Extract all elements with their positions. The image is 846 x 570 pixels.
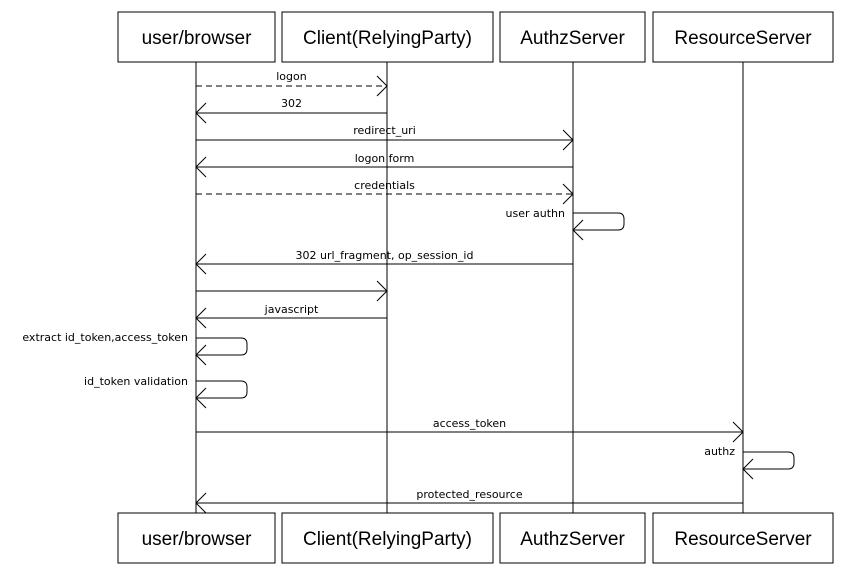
message-label: logon bbox=[276, 70, 306, 83]
message-label: redirect_uri bbox=[353, 124, 416, 137]
message-user-authn: user authn bbox=[506, 207, 625, 241]
participant-box bbox=[117, 512, 276, 564]
arrowhead bbox=[195, 253, 207, 275]
lifelines bbox=[195, 62, 744, 513]
participant-top-user: user/browser bbox=[117, 11, 276, 63]
message-logon-form: logon form bbox=[195, 152, 573, 178]
participant-label: AuthzServer bbox=[520, 28, 625, 49]
participant-box bbox=[281, 11, 494, 63]
message-id-token-validation: id_token validation bbox=[84, 375, 248, 409]
arrowhead bbox=[742, 458, 754, 480]
arrowhead bbox=[195, 102, 207, 124]
arrowhead bbox=[195, 387, 207, 409]
message-arrow-7 bbox=[196, 280, 388, 302]
message-label: authz bbox=[704, 445, 735, 458]
arrowhead bbox=[562, 183, 574, 205]
participant-bottom-authz: AuthzServer bbox=[499, 512, 646, 564]
participant-label: user/browser bbox=[142, 28, 252, 49]
message-redirect-uri: redirect_uri bbox=[196, 124, 574, 151]
participant-label: user/browser bbox=[142, 529, 252, 550]
participant-box bbox=[652, 11, 834, 63]
participant-bottom-resource: ResourceServer bbox=[652, 512, 834, 564]
participant-box bbox=[281, 512, 494, 564]
message-label: protected_resource bbox=[416, 488, 522, 501]
message-javascript: javascript bbox=[195, 303, 387, 329]
message-302: 302 bbox=[195, 97, 387, 124]
arrowhead bbox=[195, 156, 207, 178]
participant-box bbox=[499, 512, 646, 564]
participant-label: ResourceServer bbox=[674, 28, 812, 49]
message-label: 302 bbox=[281, 97, 302, 110]
participant-label: Client(RelyingParty) bbox=[303, 529, 472, 550]
participant-bottom-user: user/browser bbox=[117, 512, 276, 564]
message-extract-id-token-access-token: extract id_token,access_token bbox=[22, 331, 248, 366]
self-call-line bbox=[573, 212, 625, 231]
participant-label: Client(RelyingParty) bbox=[303, 28, 472, 49]
message-logon: logon bbox=[196, 70, 388, 97]
message-label: logon form bbox=[355, 152, 415, 165]
participant-label: ResourceServer bbox=[674, 529, 812, 550]
message-access-token: access_token bbox=[196, 417, 744, 443]
participant-footer-row: user/browser Client(RelyingParty) AuthzSer… bbox=[117, 512, 834, 564]
participant-box bbox=[117, 11, 276, 63]
self-call-line bbox=[743, 451, 795, 470]
participant-box bbox=[499, 11, 646, 63]
participant-label: AuthzServer bbox=[520, 529, 625, 550]
message-label: extract id_token,access_token bbox=[22, 331, 188, 344]
arrowhead bbox=[562, 129, 574, 151]
message-label: id_token validation bbox=[84, 375, 188, 388]
self-call-line bbox=[196, 337, 248, 356]
arrowhead bbox=[195, 344, 207, 366]
message-protected-resource: protected_resource bbox=[195, 488, 743, 514]
message-label: javascript bbox=[264, 303, 319, 316]
arrowhead bbox=[376, 280, 388, 302]
participant-top-client: Client(RelyingParty) bbox=[281, 11, 494, 63]
message-label: credentials bbox=[354, 179, 415, 192]
message-credentials: credentials bbox=[196, 179, 574, 205]
arrowhead bbox=[195, 492, 207, 514]
message-authz: authz bbox=[704, 445, 795, 480]
message-302-url-fragment-op-session-id: 302 url_fragment, op_session_id bbox=[195, 249, 573, 275]
participant-header-row: user/browser Client(RelyingParty) AuthzSer… bbox=[117, 11, 834, 63]
arrowhead bbox=[195, 307, 207, 329]
participant-bottom-client: Client(RelyingParty) bbox=[281, 512, 494, 564]
self-call-line bbox=[196, 380, 248, 399]
participant-box bbox=[652, 512, 834, 564]
arrowhead bbox=[572, 219, 584, 241]
arrowhead bbox=[732, 421, 744, 443]
participant-top-authz: AuthzServer bbox=[499, 11, 646, 63]
message-label: 302 url_fragment, op_session_id bbox=[296, 249, 474, 262]
participant-top-resource: ResourceServer bbox=[652, 11, 834, 63]
message-label: user authn bbox=[506, 207, 565, 220]
arrowhead bbox=[376, 75, 388, 97]
message-label: access_token bbox=[433, 417, 506, 430]
